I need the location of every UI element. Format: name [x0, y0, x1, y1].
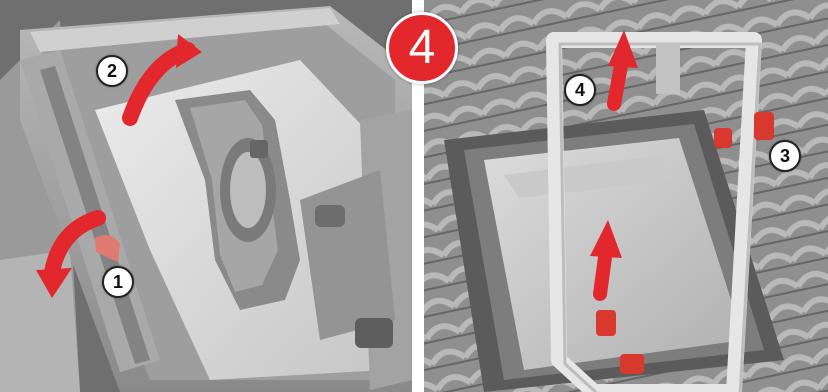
left-illustration-panel: 2 1 — [0, 0, 412, 392]
clip-icon — [754, 112, 774, 140]
callout-step-4: 4 — [564, 74, 596, 106]
callout-step-1: 1 — [102, 266, 134, 298]
right-illustration-panel: 4 3 — [424, 0, 828, 392]
clip-icon — [714, 128, 732, 148]
main-step-badge: 4 — [386, 12, 458, 84]
left-window-frame-illustration — [0, 0, 412, 392]
callout-step-2: 2 — [96, 55, 128, 87]
clip-icon — [596, 310, 616, 336]
right-roof-window-illustration — [424, 0, 828, 392]
clip-icon — [620, 354, 644, 374]
callout-step-3: 3 — [769, 140, 801, 172]
